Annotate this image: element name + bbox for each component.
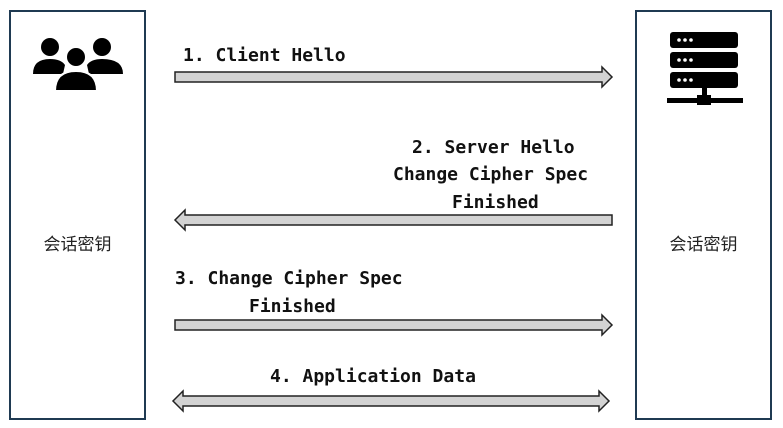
server-panel: 会话密钥: [635, 10, 772, 420]
client-panel: 会话密钥: [9, 10, 146, 420]
client-session-key-label: 会话密钥: [43, 235, 112, 255]
msg-2-line3: Finished: [452, 192, 539, 213]
msg-1-label: 1. Client Hello: [183, 45, 346, 66]
users-icon: [33, 38, 123, 92]
msg-2-line1: 2. Server Hello: [412, 137, 575, 158]
msg-3-line2: Finished: [249, 296, 336, 317]
arrow-client-hello: [174, 65, 614, 89]
msg-4-label: 4. Application Data: [270, 366, 476, 387]
arrow-change-cipher-spec: [174, 313, 614, 337]
server-icon: [667, 32, 743, 105]
msg-3-line1: 3. Change Cipher Spec: [175, 268, 403, 289]
server-session-key-label: 会话密钥: [669, 235, 738, 255]
arrow-application-data: [171, 389, 611, 413]
arrow-server-hello: [173, 208, 613, 232]
msg-2-line2: Change Cipher Spec: [393, 164, 589, 185]
